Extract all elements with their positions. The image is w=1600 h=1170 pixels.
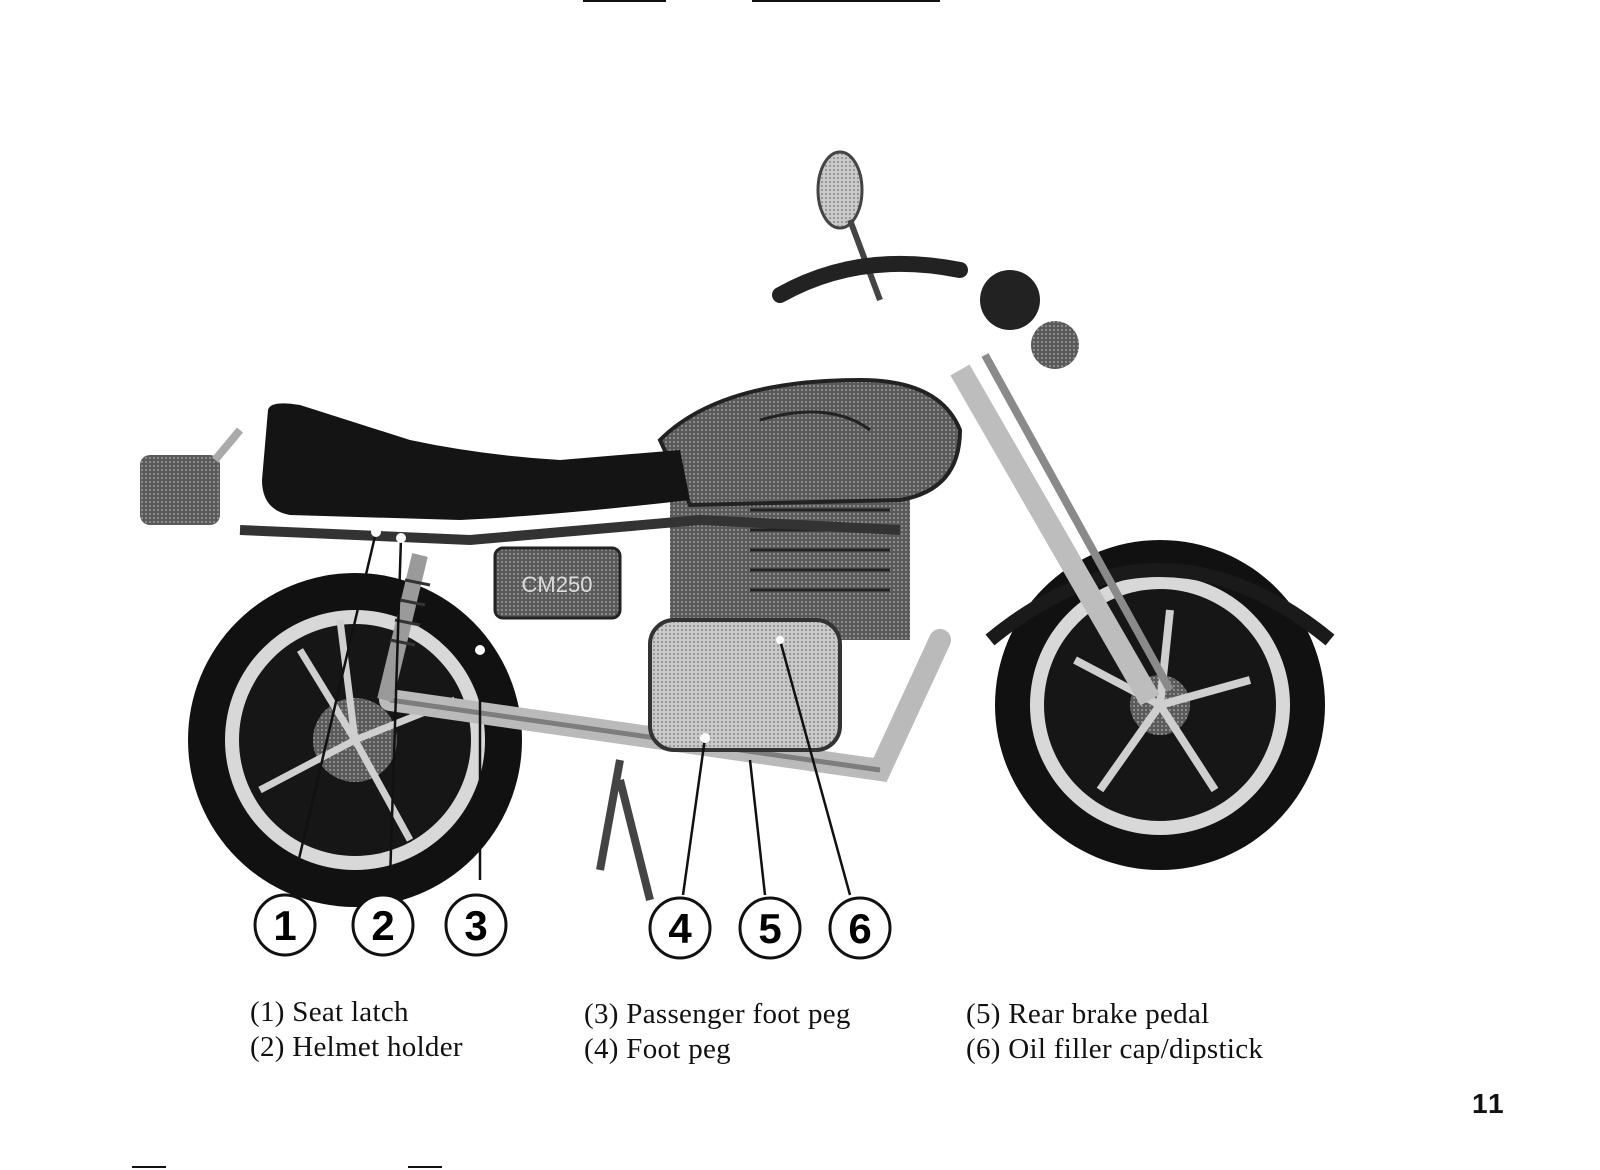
fuel-tank: [657, 377, 963, 508]
svg-text:5: 5: [758, 905, 781, 952]
page-number: 11: [1472, 1088, 1506, 1119]
caption-rear-brake-pedal: (5) Rear brake pedal: [966, 998, 1210, 1030]
scan-edge-line: [132, 1166, 166, 1168]
tank-badge: CM250: [522, 572, 593, 597]
rear-wheel: [188, 573, 522, 907]
leader-lines: [292, 531, 852, 896]
caption-column-1: (1) Seat latch (2) Helmet holder: [250, 995, 463, 1065]
callout-2: 2: [351, 893, 415, 957]
leader-dots: [371, 527, 784, 743]
caption-helmet-holder: (2) Helmet holder: [250, 1031, 463, 1063]
side-stand: [596, 759, 654, 901]
svg-text:6: 6: [848, 905, 871, 952]
front-fork: [950, 353, 1174, 706]
frame: CM250: [239, 514, 901, 702]
engine: [648, 500, 910, 752]
callout-6: 6: [828, 896, 892, 960]
svg-text:4: 4: [668, 905, 692, 952]
scan-edge-line: [408, 1166, 442, 1168]
rear-light: [140, 427, 244, 525]
caption-foot-peg: (4) Foot peg: [584, 1033, 731, 1065]
callout-5: 5: [738, 896, 802, 960]
scan-edge-line: [752, 0, 940, 2]
svg-text:3: 3: [464, 902, 487, 949]
callout-3: 3: [444, 893, 508, 957]
caption-column-2: (3) Passenger foot peg (4) Foot peg: [584, 997, 851, 1067]
svg-text:1: 1: [273, 902, 296, 949]
caption-column-3: (5) Rear brake pedal (6) Oil filler cap/…: [966, 997, 1263, 1067]
callout-1: 1: [253, 893, 317, 957]
mirror-and-handlebar: [772, 150, 1079, 369]
caption-passenger-foot-peg: (3) Passenger foot peg: [584, 998, 851, 1030]
scan-edge-line: [583, 0, 666, 2]
exhaust-pipe: [379, 629, 951, 783]
front-wheel: [985, 540, 1335, 870]
caption-oil-filler-cap: (6) Oil filler cap/dipstick: [966, 1033, 1264, 1065]
callout-markers: 1 2 3 4 5 6: [253, 893, 892, 960]
svg-text:2: 2: [371, 902, 394, 949]
caption-seat-latch: (1) Seat latch: [250, 996, 409, 1028]
seat: [262, 403, 690, 520]
callout-4: 4: [648, 896, 712, 960]
